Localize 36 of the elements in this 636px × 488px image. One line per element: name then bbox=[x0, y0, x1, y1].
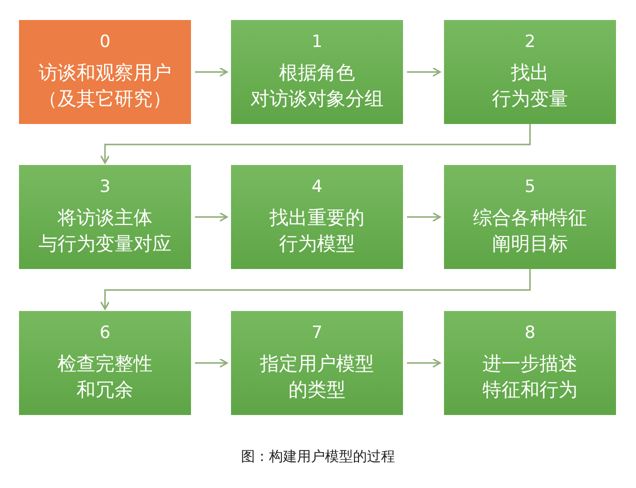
arrow bbox=[195, 67, 228, 77]
step-number: 8 bbox=[524, 323, 536, 343]
arrow bbox=[100, 124, 531, 164]
arrow bbox=[407, 358, 441, 368]
process-box bbox=[231, 20, 403, 124]
process-box bbox=[444, 165, 616, 269]
arrow bbox=[407, 212, 441, 222]
caption: 图：构建用户模型的过程 bbox=[240, 448, 396, 466]
step-text: 进一步描述特征和行为 bbox=[482, 352, 578, 403]
step-number: 0 bbox=[100, 32, 110, 52]
step-text: 检查完整性和冗余 bbox=[58, 352, 152, 403]
step-number: 5 bbox=[524, 177, 536, 197]
step-number: 6 bbox=[100, 323, 110, 343]
arrow bbox=[195, 358, 228, 368]
process-box bbox=[19, 311, 191, 415]
process-box bbox=[19, 165, 191, 269]
process-box bbox=[19, 20, 191, 124]
process-box bbox=[231, 311, 403, 415]
arrow bbox=[100, 269, 531, 310]
step-text: 指定用户模型的类型 bbox=[260, 352, 374, 403]
step-number: 7 bbox=[312, 323, 322, 343]
step-number: 4 bbox=[312, 177, 322, 197]
step-text: 根据角色对访谈对象分组 bbox=[250, 61, 384, 112]
step-text: 访谈和观察用户（及其它研究） bbox=[38, 61, 172, 112]
arrow bbox=[195, 212, 228, 222]
process-box bbox=[444, 20, 616, 124]
arrow bbox=[407, 67, 441, 77]
step-text: 综合各种特征阐明目标 bbox=[473, 206, 587, 257]
step-number: 2 bbox=[524, 32, 536, 52]
step-text: 找出行为变量 bbox=[492, 61, 568, 112]
step-text: 将访谈主体与行为变量对应 bbox=[38, 206, 172, 257]
step-number: 1 bbox=[312, 32, 322, 52]
process-box bbox=[444, 311, 616, 415]
process-box bbox=[231, 165, 403, 269]
step-text: 找出重要的行为模型 bbox=[270, 206, 364, 257]
step-number: 3 bbox=[100, 177, 110, 197]
